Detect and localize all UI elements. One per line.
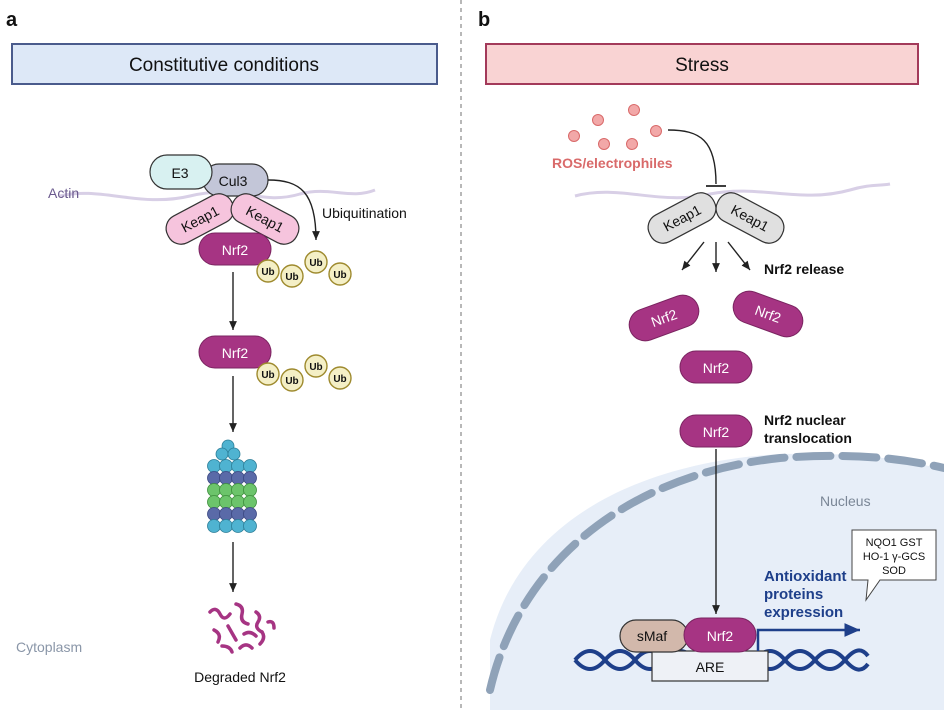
svg-text:Ub: Ub: [261, 267, 274, 278]
nrf2-free-right: Nrf2: [732, 290, 804, 338]
panel-b-label: b: [478, 9, 490, 31]
svg-text:Ub: Ub: [333, 374, 346, 385]
nuclear-envelope: [486, 451, 944, 694]
nrf2-on-dna-label: Nrf2: [707, 628, 734, 644]
antioxidant-label-2: proteins: [764, 586, 823, 603]
actin-label: Actin: [48, 185, 79, 201]
are-element: [651, 650, 769, 682]
svg-text:Ub: Ub: [285, 376, 298, 387]
nrf2-on-dna: [683, 617, 757, 653]
nrf2-ubiquitinated-label: Nrf2: [222, 345, 249, 361]
nrf2-bound-a: [198, 232, 272, 266]
ub-chain-a1: Ub Ub Ub Ub: [256, 250, 352, 288]
translocation-label-2: translocation: [764, 430, 852, 446]
keap1-right-b: Keap1: [715, 192, 785, 244]
degraded-label: Degraded Nrf2: [194, 669, 286, 685]
nrf2-free-center: [679, 350, 753, 384]
svg-text:Ub: Ub: [261, 370, 274, 381]
panel-a-label: a: [6, 9, 18, 31]
svg-text:Nrf2: Nrf2: [703, 424, 730, 440]
panel-a-title: Constitutive conditions: [129, 55, 319, 76]
release-label: Nrf2 release: [764, 261, 844, 277]
genes-line-1: NQO1 GST: [866, 537, 923, 549]
svg-text:Ub: Ub: [309, 362, 322, 373]
antioxidant-label-3: expression: [764, 604, 843, 621]
nrf2-free-left: Nrf2: [628, 294, 700, 342]
nrf2-translocating: [679, 414, 753, 448]
translocation-label-1: Nrf2 nuclear: [764, 412, 846, 428]
panel-a-header: [11, 43, 438, 85]
are-label: ARE: [696, 659, 725, 675]
release-arrow-left: [681, 241, 705, 271]
ubiquitination-arrow: [267, 179, 320, 241]
panel-b-title: Stress: [675, 55, 729, 76]
transcription-arrow: [756, 623, 860, 651]
ros-molecules-icon: [568, 104, 662, 150]
proteasome-icon: [207, 439, 257, 533]
genes-callout: [851, 529, 937, 602]
cul3-label: Cul3: [219, 173, 248, 189]
e3-ligase: [149, 154, 213, 190]
panel-b-header: [485, 43, 919, 85]
svg-text:Ub: Ub: [333, 270, 346, 281]
svg-text:Ub: Ub: [309, 258, 322, 269]
genes-line-3: SOD: [882, 565, 906, 577]
actin-filament-b: [574, 182, 891, 200]
ros-label: ROS/electrophiles: [552, 155, 673, 171]
release-arrow-right: [727, 241, 751, 271]
genes-line-2: HO-1 γ-GCS: [863, 551, 925, 563]
ub-chain-a2: Ub Ub Ub Ub: [256, 354, 352, 392]
svg-text:Ub: Ub: [285, 272, 298, 283]
antioxidant-label-1: Antioxidant: [764, 568, 847, 585]
svg-text:Nrf2: Nrf2: [703, 360, 730, 376]
ubiquitination-label: Ubiquitination: [322, 205, 407, 221]
e3-label: E3: [171, 165, 188, 181]
nrf2-ubiquitinated: [198, 335, 272, 369]
inhibition-line: [667, 129, 717, 185]
degraded-fragments-icon: [208, 602, 276, 654]
smaf-label: sMaf: [637, 628, 667, 644]
cytoplasm-label: Cytoplasm: [16, 639, 82, 655]
nrf2-bound-a-label: Nrf2: [222, 242, 249, 258]
nucleus-label: Nucleus: [820, 493, 871, 509]
keap1-left-b: Keap1: [647, 192, 717, 244]
